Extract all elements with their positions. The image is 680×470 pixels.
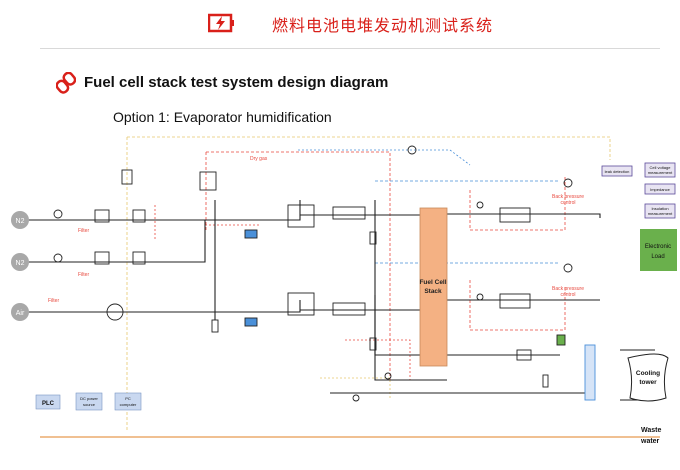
gas-input-air: Air bbox=[11, 303, 29, 321]
waste-water: Waste water bbox=[40, 427, 661, 445]
svg-text:source: source bbox=[83, 402, 96, 407]
electronic-load: Electronic Load bbox=[640, 229, 677, 271]
measurement-boxes: leak detection Cell voltage measurement … bbox=[601, 162, 676, 219]
svg-text:Electronic: Electronic bbox=[645, 244, 671, 250]
svg-text:Fuel Cell: Fuel Cell bbox=[419, 279, 446, 286]
svg-text:Filter: Filter bbox=[78, 272, 89, 278]
slide-title: Fuel cell stack test system design diagr… bbox=[84, 74, 389, 91]
battery-charge-icon bbox=[208, 13, 234, 33]
svg-text:Cooling: Cooling bbox=[636, 370, 660, 377]
plc-box: PLC bbox=[35, 394, 61, 410]
svg-text:tower: tower bbox=[639, 379, 657, 386]
svg-text:Back pressure: Back pressure bbox=[552, 194, 584, 200]
svg-text:N2: N2 bbox=[16, 218, 25, 225]
svg-text:Dry gas: Dry gas bbox=[250, 156, 268, 162]
slide-subtitle: Option 1: Evaporator humidification bbox=[113, 109, 332, 125]
svg-text:computer: computer bbox=[120, 402, 137, 407]
chain-link-icon bbox=[56, 72, 76, 94]
dc-power-source-box: DC power source bbox=[75, 392, 103, 411]
svg-text:water: water bbox=[640, 438, 660, 445]
header-divider bbox=[40, 48, 660, 49]
svg-text:N2: N2 bbox=[16, 260, 25, 267]
svg-text:Air: Air bbox=[16, 310, 25, 317]
filter-labels: Filter Filter Filter bbox=[48, 228, 89, 304]
back-pressure-control-bottom: Back pressure control bbox=[552, 286, 584, 298]
svg-text:measurement: measurement bbox=[648, 170, 673, 175]
pipelines bbox=[27, 200, 655, 401]
back-pressure-control-top: Back pressure control bbox=[552, 194, 584, 206]
slide-header: 燃料电池电堆发动机测试系统 bbox=[0, 0, 680, 50]
svg-text:control: control bbox=[560, 292, 575, 298]
equipment-symbols bbox=[53, 145, 596, 402]
gas-input-n2-mid: N2 bbox=[11, 253, 29, 271]
svg-text:leak detection: leak detection bbox=[605, 169, 630, 174]
cooling-tower: Cooling tower bbox=[627, 353, 669, 402]
svg-text:measurement: measurement bbox=[648, 211, 673, 216]
dry-gas-label: Dry gas bbox=[250, 156, 268, 162]
dashed-boundaries bbox=[126, 136, 611, 430]
svg-text:Filter: Filter bbox=[48, 298, 59, 304]
svg-text:Cell voltage: Cell voltage bbox=[650, 165, 672, 170]
svg-text:control: control bbox=[560, 200, 575, 206]
svg-text:Back pressure: Back pressure bbox=[552, 286, 584, 292]
svg-text:DC power: DC power bbox=[80, 396, 98, 401]
gas-input-n2-top: N2 bbox=[11, 211, 29, 229]
svg-text:Waste: Waste bbox=[641, 427, 661, 434]
svg-text:Load: Load bbox=[651, 254, 664, 260]
svg-text:Filter: Filter bbox=[78, 228, 89, 234]
svg-text:PLC: PLC bbox=[42, 401, 55, 407]
fuel-cell-stack: Fuel Cell Stack bbox=[419, 207, 448, 367]
svg-text:PC: PC bbox=[125, 396, 131, 401]
svg-text:Insulation: Insulation bbox=[651, 206, 668, 211]
pc-computer-box: PC computer bbox=[114, 392, 142, 411]
svg-text:Impedance: Impedance bbox=[650, 187, 671, 192]
svg-text:Stack: Stack bbox=[424, 288, 442, 295]
chinese-title: 燃料电池电堆发动机测试系统 bbox=[272, 16, 494, 35]
